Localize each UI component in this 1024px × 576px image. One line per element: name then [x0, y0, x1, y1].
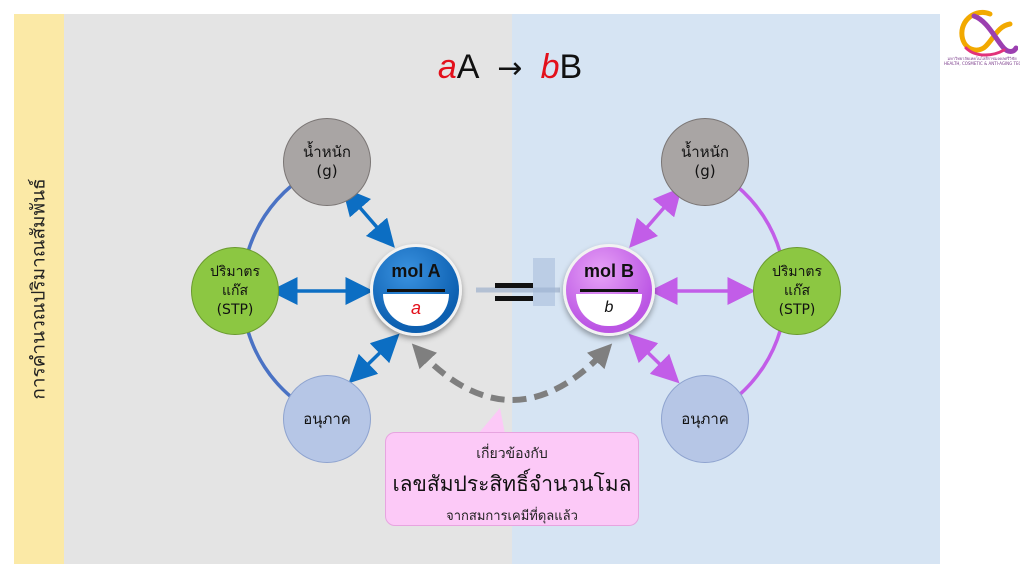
coefficient-b: b — [540, 48, 560, 86]
left-mass-node: น้ำหนัก (g) — [283, 118, 371, 206]
callout-line-1: เกี่ยวข้องกับ — [476, 446, 548, 462]
mol-a-node: mol A a — [370, 244, 462, 336]
mol-b-node: mol B b — [563, 244, 655, 336]
side-bar — [14, 14, 64, 564]
mol-a-coefficient: a — [383, 294, 449, 326]
callout-line-3: จากสมการเคมีที่ดุลแล้ว — [446, 509, 578, 524]
callout-line-2: เลขสัมประสิทธิ์จำนวนโมล — [392, 472, 632, 496]
chemical-equation: aA → bB — [390, 48, 630, 92]
dashed-curved-arrow — [411, 343, 613, 403]
coefficient-callout: เกี่ยวข้องกับ เลขสัมประสิทธิ์จำนวนโมล จา… — [385, 432, 639, 526]
arrow-particles-mol-b — [628, 333, 680, 384]
mol-b-label: mol B — [583, 261, 634, 281]
left-gas-volume-node: ปริมาตร แก๊ส (STP) — [191, 247, 279, 335]
coefficient-a: a — [437, 48, 457, 86]
fraction-bar — [387, 289, 445, 292]
reaction-arrow: → — [497, 51, 523, 86]
arrow-mass-mol-a — [342, 187, 395, 248]
species-b: B — [559, 48, 583, 86]
left-particles-node: อนุภาค — [283, 375, 371, 463]
mol-b-coefficient: b — [576, 294, 642, 326]
arrow-mass-mol-b — [629, 187, 682, 248]
equals-sign — [495, 283, 533, 309]
university-logo-icon — [959, 10, 1018, 57]
species-a: A — [456, 48, 480, 86]
right-mass-node: น้ำหนัก (g) — [661, 118, 749, 206]
logo-caption: มหาวิทยาลัยเทคโนโลยีราชมงคลศรีวิชัย HEAL… — [944, 56, 1020, 66]
arrow-particles-mol-a — [348, 333, 400, 384]
fraction-bar — [580, 289, 638, 292]
right-gas-volume-node: ปริมาตร แก๊ส (STP) — [753, 247, 841, 335]
right-particles-node: อนุภาค — [661, 375, 749, 463]
mol-a-label: mol A — [391, 261, 441, 281]
